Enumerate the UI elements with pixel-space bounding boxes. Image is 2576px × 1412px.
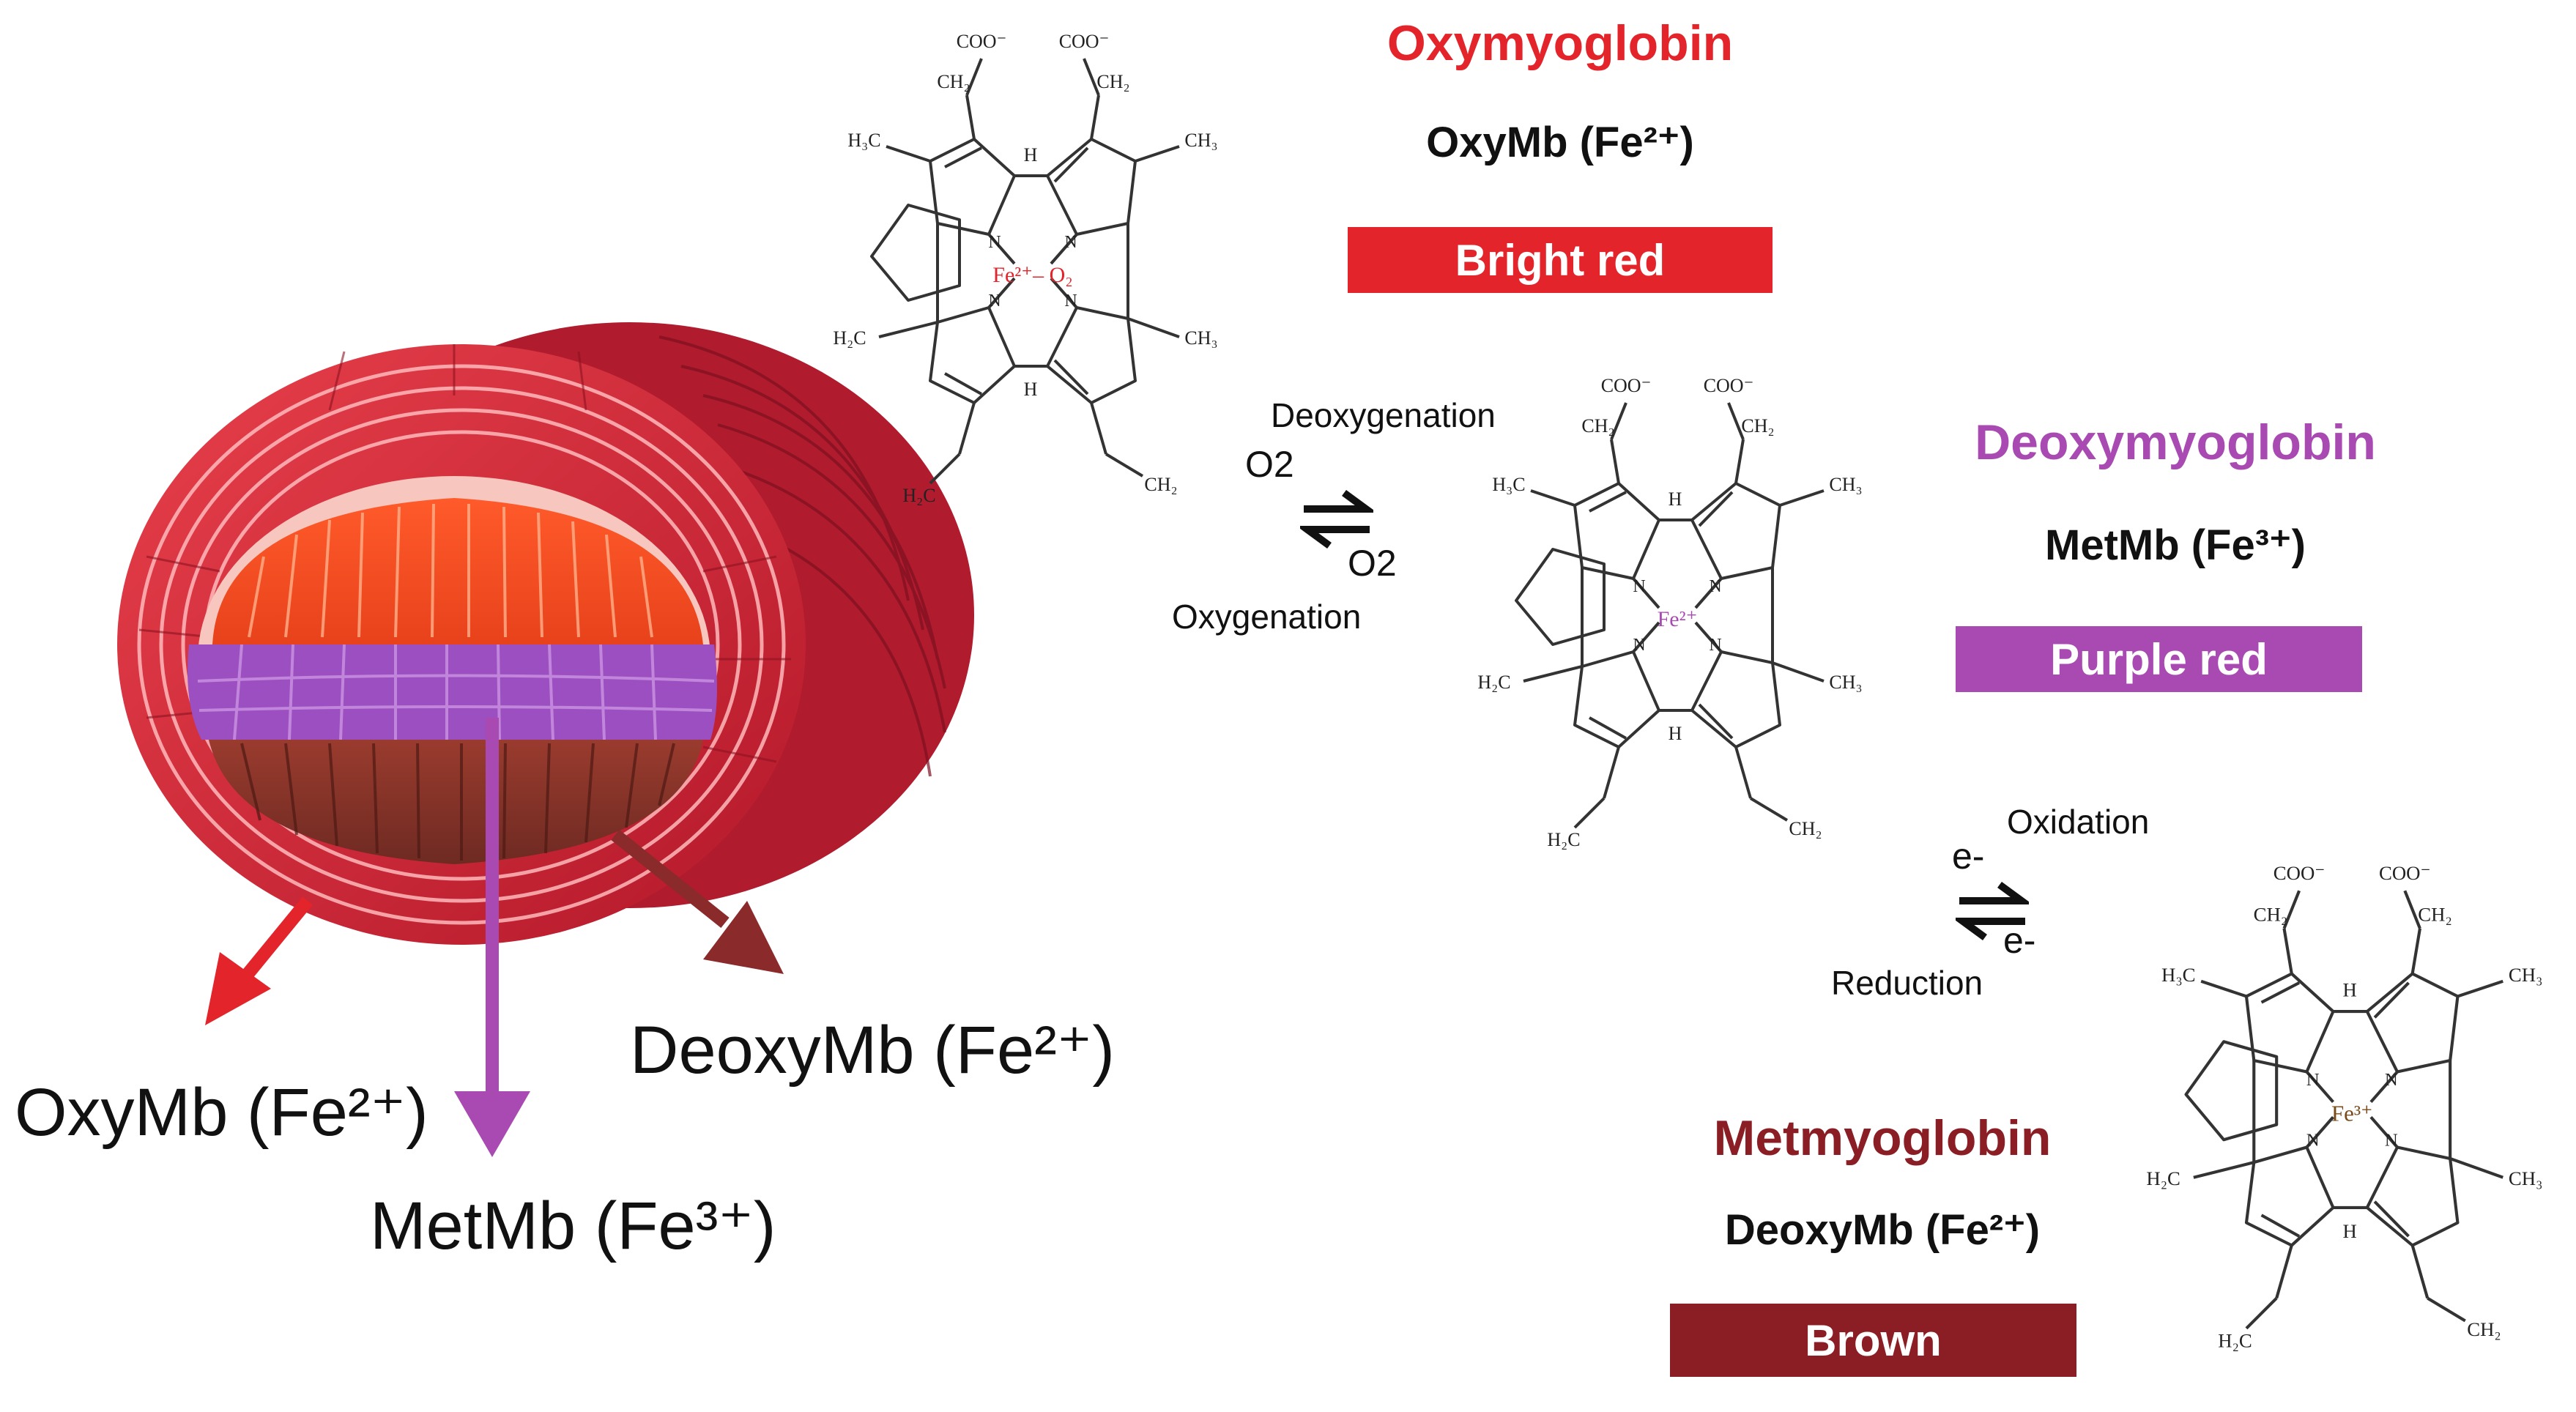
- h2c-label: H₂C: [1547, 829, 1580, 850]
- eq2-equilibrium-arrows: [1956, 881, 2029, 941]
- ch3-label: CH₃: [1184, 327, 1217, 349]
- heme-skeleton: COO⁻ COO⁻ CH₂ CH₂ H₃C CH₃ H₂C CH₃ H₂C CH₂ H H N N N N Fe…: [2146, 862, 2543, 1352]
- ch2-label: CH₂: [1741, 415, 1774, 436]
- ch3-label: CH₃: [1829, 672, 1862, 693]
- oxy-layer: [212, 498, 703, 644]
- heme-skeleton: COO⁻ COO⁻ CH₂ CH₂ H₃C CH₃ H₂C CH₃ H₂C CH₂ H H N N N N Fe…: [833, 31, 1217, 506]
- ch2-label: CH₂: [1789, 818, 1822, 839]
- muscle-label-met: MetMb (Fe³⁺): [370, 1189, 776, 1263]
- ch2-label: CH₂: [2467, 1318, 2501, 1340]
- ch3-label: CH₃: [1184, 130, 1217, 151]
- deoxymyoglobin-title: Deoxymyoglobin: [1975, 415, 2376, 470]
- ch3-label: CH₃: [2509, 964, 2543, 986]
- coo-label: COO⁻: [1601, 375, 1652, 396]
- n-label: N: [988, 233, 1001, 252]
- n-label: N: [2306, 1130, 2320, 1150]
- coo-label: COO⁻: [2379, 862, 2431, 884]
- h-label: H: [2342, 1220, 2356, 1242]
- eq1-bottom-label: Oxygenation: [1172, 598, 1362, 636]
- eq1-top-label: Deoxygenation: [1271, 396, 1496, 434]
- h3c-label: H₃C: [2161, 964, 2196, 986]
- n-label: N: [2306, 1070, 2320, 1090]
- ch3-label: CH₃: [1829, 474, 1862, 495]
- n-label: N: [1709, 636, 1721, 655]
- iron-center-label: Fe²⁺– O₂: [992, 263, 1072, 287]
- iron-center-label: Fe²⁺: [1658, 607, 1698, 631]
- eq2-top-label: Oxidation: [2007, 803, 2150, 841]
- h2c-label: H₂C: [833, 327, 866, 349]
- deoxymyoglobin-formula: MetMb (Fe³⁺): [2045, 521, 2306, 569]
- coo-label: COO⁻: [957, 31, 1007, 52]
- deoxy-layer: [188, 644, 717, 740]
- metmyoglobin-color-label: Brown: [1805, 1315, 1942, 1365]
- n-label: N: [1064, 233, 1077, 252]
- oxymyoglobin-formula: OxyMb (Fe²⁺): [1426, 119, 1694, 166]
- h2c-label: H₂C: [1477, 672, 1510, 693]
- eq1-right-species: O2: [1348, 543, 1397, 584]
- met-arrow: [454, 718, 530, 1157]
- eq2-right-species: e-: [2003, 920, 2036, 961]
- n-label: N: [1064, 291, 1077, 311]
- ch2-label: CH₂: [2254, 903, 2288, 925]
- n-label: N: [1709, 577, 1721, 596]
- ch2-label: CH₂: [937, 71, 970, 92]
- ch2-label: CH₂: [2418, 903, 2452, 925]
- metmyoglobin-color-bar: Brown: [1670, 1304, 2076, 1377]
- heme-met: COO⁻ COO⁻ CH₂ CH₂ H₃C CH₃ H₂C CH₃ H₂C CH₂ H H N N N N Fe…: [2073, 820, 2571, 1399]
- heme-skeleton: COO⁻ COO⁻ CH₂ CH₂ H₃C CH₃ H₂C CH₃ H₂C CH₂ H H N N N N Fe…: [1477, 375, 1862, 850]
- muscle-illustration: [117, 322, 974, 1157]
- h-label: H: [1669, 488, 1682, 510]
- coo-label: COO⁻: [2274, 862, 2326, 884]
- n-label: N: [1633, 636, 1645, 655]
- heme-oxy: COO⁻ COO⁻ CH₂ CH₂ H₃C CH₃ H₂C CH₃ H₂C CH₂ H H N N N N Fe…: [762, 15, 1245, 527]
- h-label: H: [1024, 379, 1038, 400]
- ch2-label: CH₂: [1144, 474, 1177, 495]
- metmyoglobin-title: Metmyoglobin: [1713, 1110, 2052, 1166]
- h-label: H: [1024, 144, 1038, 166]
- oxymyoglobin-color-label: Bright red: [1455, 235, 1666, 285]
- eq1-equilibrium-arrows: [1300, 489, 1373, 549]
- heme-deoxy: COO⁻ COO⁻ CH₂ CH₂ H₃C CH₃ H₂C CH₃ H₂C CH₂ H H N N N N Fe…: [1406, 359, 1890, 872]
- n-label: N: [2385, 1130, 2398, 1150]
- eq2-bottom-label: Reduction: [1831, 964, 1983, 1002]
- muscle-label-deoxy: DeoxyMb (Fe²⁺): [630, 1013, 1115, 1088]
- n-label: N: [2385, 1070, 2398, 1090]
- n-label: N: [1633, 577, 1645, 596]
- h-label: H: [1669, 723, 1682, 744]
- deoxy-arrow: [611, 829, 784, 974]
- iron-center-label: Fe³⁺: [2331, 1100, 2372, 1126]
- ch3-label: CH₃: [2509, 1167, 2543, 1189]
- h3c-label: H₃C: [1492, 474, 1525, 495]
- h-label: H: [2342, 978, 2356, 1000]
- h2c-label: H₂C: [2146, 1167, 2180, 1189]
- eq1-left-species: O2: [1245, 444, 1294, 485]
- n-label: N: [988, 291, 1001, 311]
- coo-label: COO⁻: [1704, 375, 1754, 396]
- oxymyoglobin-title: Oxymyoglobin: [1387, 15, 1734, 71]
- deoxymyoglobin-color-bar: Purple red: [1956, 626, 2362, 692]
- ch2-label: CH₂: [1096, 71, 1129, 92]
- h2c-label: H₂C: [2218, 1330, 2252, 1352]
- eq2-left-species: e-: [1952, 836, 1985, 877]
- oxymyoglobin-color-bar: Bright red: [1348, 227, 1773, 293]
- h2c-label: H₂C: [902, 485, 935, 506]
- ch2-label: CH₂: [1581, 415, 1614, 436]
- h3c-label: H₃C: [847, 130, 880, 151]
- muscle-label-oxy: OxyMb (Fe²⁺): [15, 1075, 428, 1150]
- coo-label: COO⁻: [1059, 31, 1110, 52]
- metmyoglobin-formula: DeoxyMb (Fe²⁺): [1724, 1206, 2041, 1254]
- deoxymyoglobin-color-label: Purple red: [2050, 634, 2268, 684]
- oxy-arrow: [205, 896, 313, 1025]
